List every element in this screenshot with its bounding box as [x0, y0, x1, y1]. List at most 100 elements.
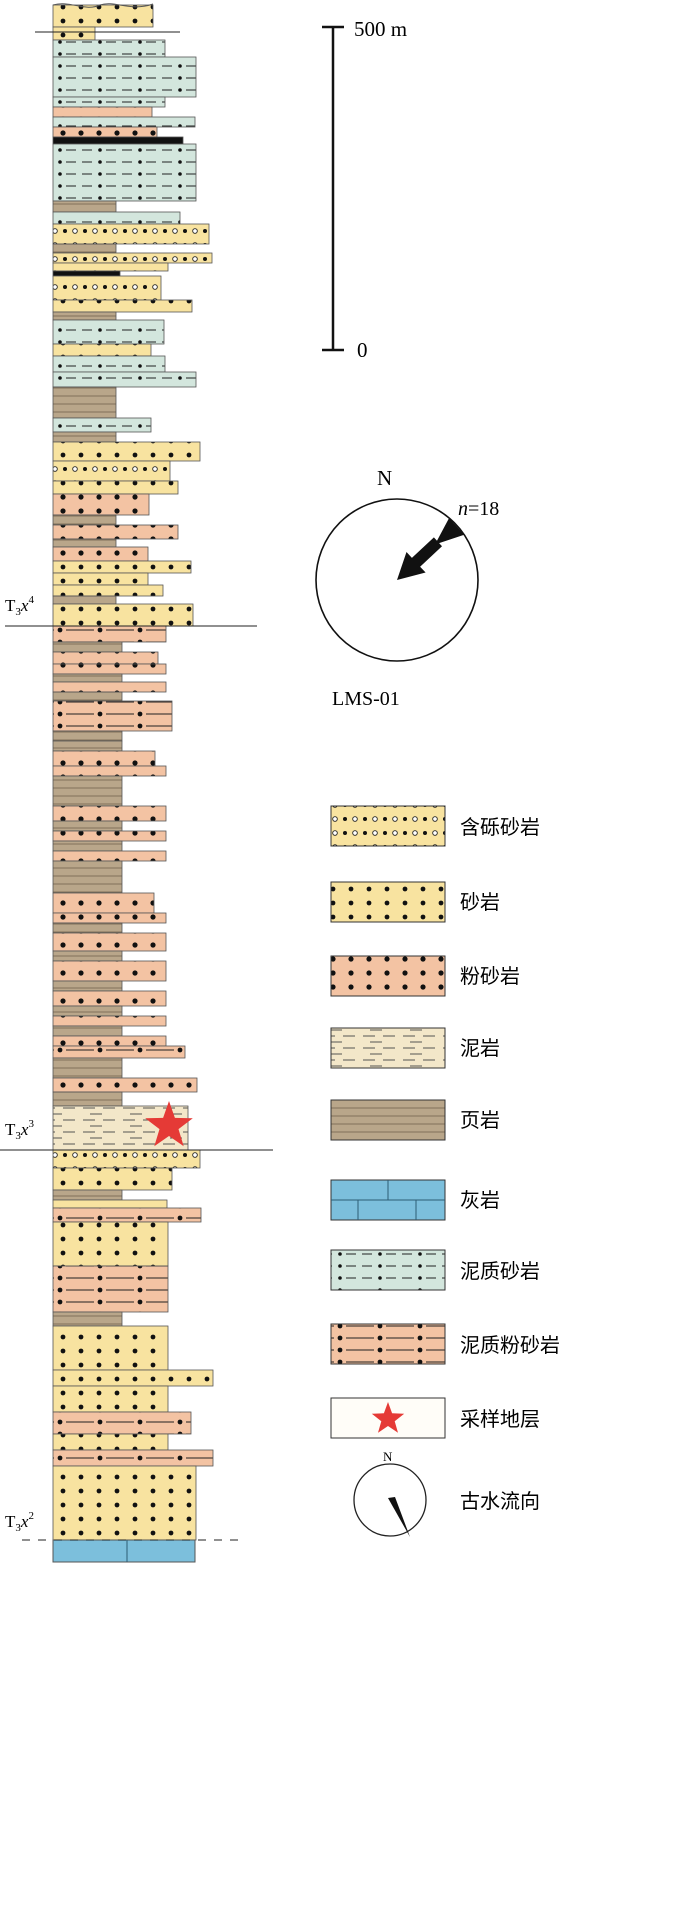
column-bed-msilt	[52, 1449, 214, 1467]
column-bed-sand	[52, 1465, 197, 1541]
column-bed-shale	[52, 243, 117, 254]
column-bed-shale	[52, 922, 123, 934]
column-bed-shale	[52, 1005, 123, 1017]
legend-paleocurrent-symbol: N	[353, 1449, 427, 1537]
column-bed-silt	[52, 850, 167, 862]
column-bed-silt	[52, 681, 167, 693]
column-bed-msilt	[52, 625, 167, 643]
legend-swatch-siltstone	[330, 955, 446, 997]
column-bed-shale	[52, 980, 123, 992]
column-bed-sand	[52, 343, 152, 357]
column-bed-msand	[52, 355, 166, 373]
column-bed-silt	[52, 493, 150, 516]
column-bed-sand	[52, 441, 201, 462]
column-bed-silt	[52, 912, 167, 924]
column-bed-shale	[52, 386, 117, 419]
column-bed-shale	[52, 860, 123, 894]
column-bed-sand	[52, 572, 149, 586]
column-bed-sand	[52, 1167, 173, 1191]
column-bed-shale	[52, 950, 123, 962]
column-bed-gravel	[52, 252, 213, 264]
column-bed-sand	[52, 1221, 169, 1267]
column-bed-silt	[52, 524, 179, 540]
column-bed-shale	[52, 730, 123, 742]
column-bed-silt	[52, 546, 149, 562]
legend-compass-needle-icon	[388, 1497, 410, 1537]
column-bed-limestone	[52, 1539, 196, 1563]
column-bed-silt	[52, 932, 167, 952]
paleocurrent-rose: N n=18 LMS-01	[315, 466, 499, 710]
column-bed-gravel	[52, 262, 169, 272]
column-bed-msand	[52, 96, 166, 108]
column-bed-sand	[52, 1325, 169, 1371]
column-bed-silt	[52, 126, 158, 138]
column-bed-sand	[52, 26, 96, 41]
column-bed-shale	[52, 431, 117, 443]
site-label: LMS-01	[332, 688, 400, 710]
legend-label-sample-layer: 采样地层	[460, 1407, 540, 1431]
column-bed-msand	[52, 371, 197, 388]
formation-label-x2: T3x2	[5, 1510, 34, 1534]
legend-swatch-shale	[330, 1099, 446, 1141]
column-bed-silt	[52, 106, 153, 118]
legend-star-icon	[371, 1402, 405, 1433]
column-bed-silt	[52, 750, 156, 767]
legend-swatch-sandstone	[330, 881, 446, 923]
legend-label-sandstone: 砂岩	[460, 890, 500, 914]
legend-label-paleocurrent: 古水流向	[460, 1489, 540, 1513]
column-bed-sand	[52, 480, 179, 495]
column-bed-gravel	[52, 1149, 201, 1169]
column-bed-shale	[52, 820, 123, 832]
scale-bar: 500 m 0	[322, 17, 407, 362]
scale-bar-bottom-label: 0	[357, 338, 368, 362]
formation-label-x3: T3x3	[5, 1118, 34, 1142]
formation-label-x4: T3x4	[5, 594, 34, 618]
rose-arrow-icon	[397, 537, 442, 580]
legend-swatch-gravel-sandstone	[330, 805, 446, 847]
column-bed-sand	[52, 1433, 169, 1451]
column-bed-sand	[52, 1385, 169, 1413]
legend-label-muddy-sandstone: 泥质砂岩	[460, 1259, 540, 1283]
column-bed-msand	[52, 143, 197, 202]
legend-swatch-limestone	[330, 1179, 446, 1221]
lithologic-column	[52, 3, 214, 1563]
column-top-erosion-line	[52, 3, 154, 8]
column-bed-shale	[52, 200, 117, 213]
column-bed-shale	[52, 1057, 123, 1079]
column-bed-shale	[52, 514, 117, 526]
column-bed-sand	[52, 603, 194, 627]
column-bed-shale	[52, 641, 123, 653]
column-bed-msand	[52, 116, 196, 128]
column-bed-msand	[52, 417, 152, 433]
column-bed-shale	[52, 1311, 123, 1327]
column-bed-coal	[52, 270, 121, 277]
legend-compass-north-label: N	[383, 1449, 393, 1464]
rose-north-label: N	[377, 466, 392, 490]
column-bed-shale	[52, 775, 123, 807]
sample-location-star	[145, 1101, 193, 1147]
legend-label-mudstone: 泥岩	[460, 1036, 500, 1060]
column-bed-sand	[52, 1199, 168, 1209]
column-bed-shale	[52, 673, 123, 683]
column-bed-msand	[52, 211, 181, 225]
column-bed-shale	[52, 840, 123, 852]
column-bed-sand	[52, 1369, 214, 1387]
column-bed-silt	[52, 960, 167, 982]
legend-label-muddy-siltstone: 泥质粉砂岩	[460, 1333, 560, 1357]
column-bed-gravel	[52, 460, 171, 482]
rose-count-label: n=18	[458, 498, 499, 520]
column-bed-coal	[52, 136, 184, 145]
column-bed-msand	[52, 39, 166, 58]
column-bed-silt	[52, 892, 155, 914]
column-bed-msilt	[52, 1045, 186, 1059]
column-bed-shale	[52, 1189, 123, 1201]
column-bed-silt	[52, 651, 159, 665]
column-bed-sand	[52, 584, 164, 597]
legend: 含砾砂岩 砂岩 粉砂岩 泥岩 页岩 灰岩 泥质砂岩 泥质粉砂岩 采样地层 N 古	[330, 805, 560, 1537]
column-bed-shale	[52, 691, 123, 702]
column-bed-shale	[52, 538, 117, 548]
column-bed-silt	[52, 805, 167, 822]
legend-label-siltstone: 粉砂岩	[460, 964, 520, 988]
column-bed-msand	[52, 56, 197, 98]
